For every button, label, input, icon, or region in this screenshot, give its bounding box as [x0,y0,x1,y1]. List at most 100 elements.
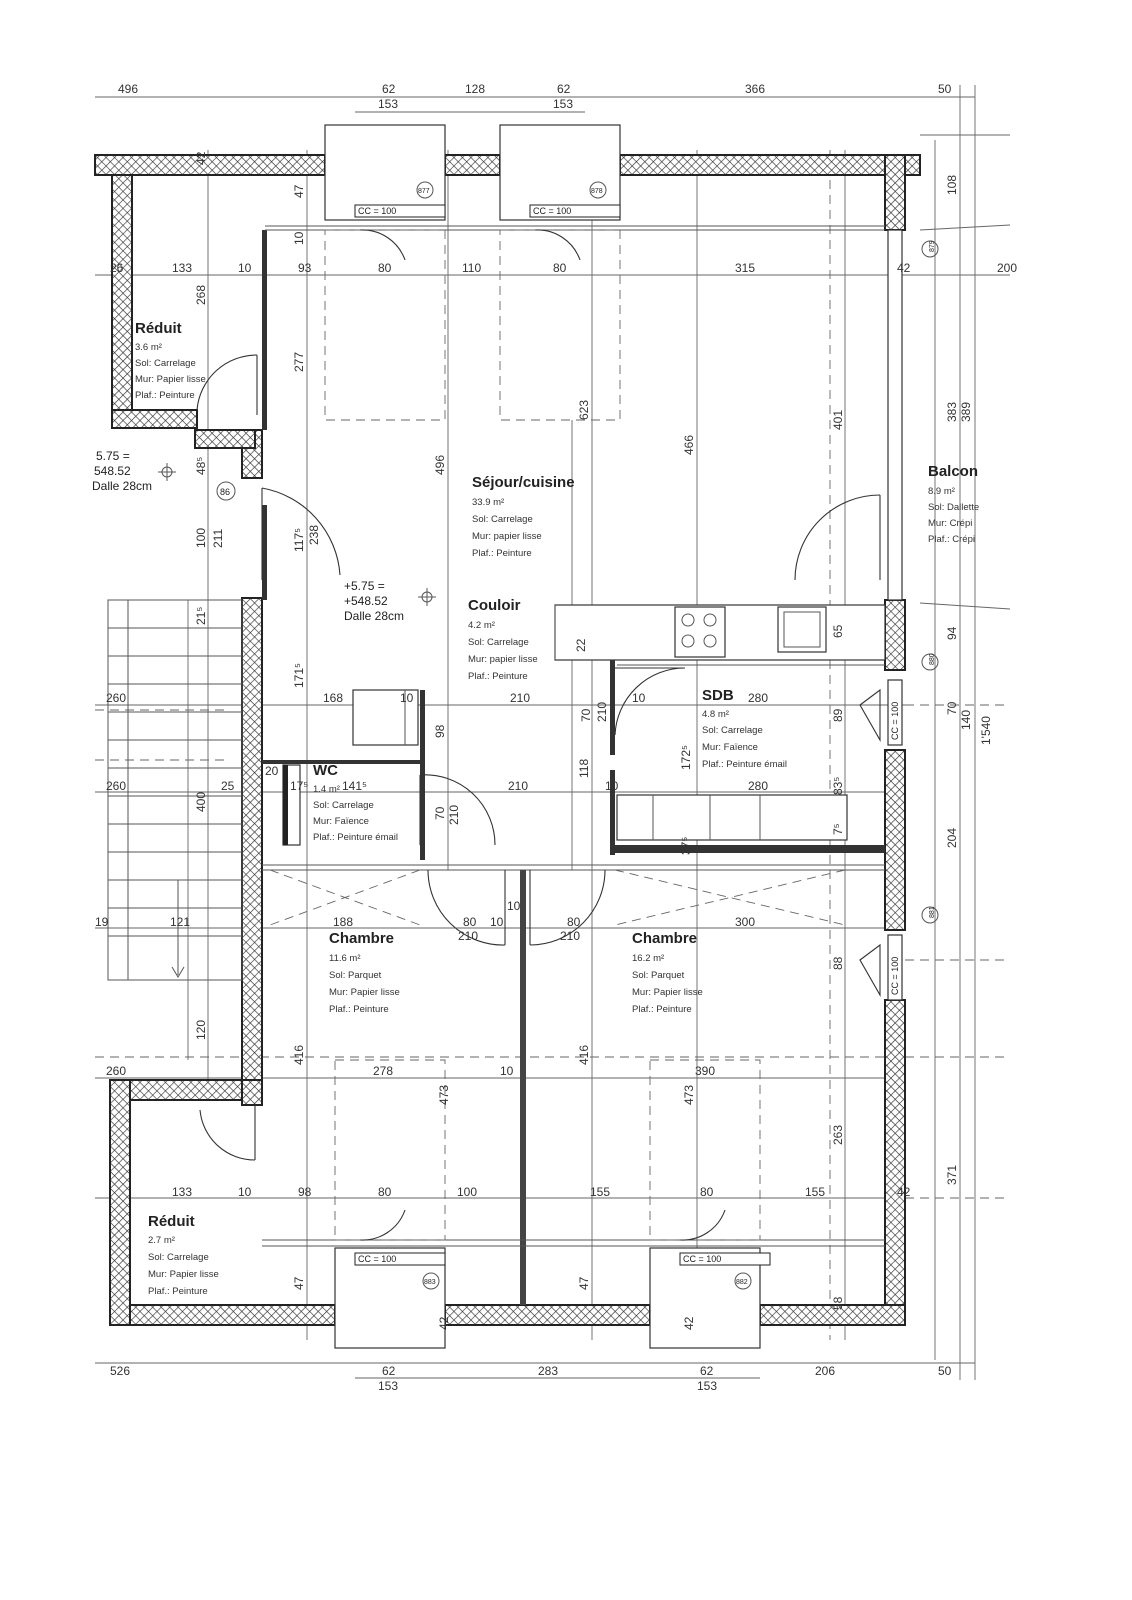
room-wall: Mur: Papier lisse [135,374,206,385]
level-main-line1: +5.75 = [344,579,385,593]
window-label-5: CC = 100 [890,702,900,740]
dim-i-210c: 210 [508,779,528,793]
exterior-walls [94,154,921,1326]
dim-i-315: 315 [735,261,755,275]
dim-i-7: 7⁵ [831,823,845,835]
dim-i-210e: 210 [458,929,478,943]
marker-86: 86 [220,487,230,497]
dim-i-80f: 80 [700,1185,714,1199]
room-floor: Sol: Carrelage [135,358,196,369]
room-name: Balcon [928,463,978,480]
dim-top-366: 366 [745,82,765,96]
dim-i-188: 188 [333,915,353,929]
dim-i-42e: 42 [682,1316,696,1330]
dim-i-155b: 155 [805,1185,825,1199]
dim-i-88: 88 [831,956,845,970]
room-area: 33.9 m² [472,497,504,508]
dim-total-height: 1'540 [979,716,993,745]
room-area: 3.6 m² [135,342,162,353]
room-ceiling: Plaf.: Peinture émail [702,759,787,770]
dim-i-70b: 70 [945,701,959,715]
room-area: 4.8 m² [702,709,729,720]
dim-i-117: 117⁵ [292,528,306,552]
level-symbols [158,181,939,1290]
dim-i-42a: 42 [897,261,911,275]
dim-i-26: 26 [110,261,124,275]
room-reduit-bottom: Réduit 2.7 m² Sol: Carrelage Mur: Papier… [148,1213,219,1297]
dim-i-263: 263 [831,1125,845,1145]
room-wall: Mur: Crépi [928,518,972,529]
room-sdb: SDB 4.8 m² Sol: Carrelage Mur: Faïence P… [702,687,787,770]
room-floor: Sol: Dallette [928,502,979,513]
level-main-line2: +548.52 [344,594,388,608]
window-label-4: CC = 100 [683,1254,721,1264]
dim-i-278: 278 [373,1064,393,1078]
dim-i-121: 121 [170,915,190,929]
dim-i-83: 83⁵ [831,777,845,795]
dim-i-390: 390 [695,1064,715,1078]
dim-i-204: 204 [945,828,959,848]
dim-i-108: 108 [945,175,959,195]
level-left-line2: 548.52 [94,464,131,478]
marker-878: 878 [591,188,603,195]
room-labels: Réduit 3.6 m² Sol: Carrelage Mur: Papier… [135,320,979,1297]
room-ceiling: Plaf.: Peinture émail [313,832,398,843]
room-name: Chambre [329,930,394,947]
dim-i-383: 383 [945,402,959,422]
room-wall: Mur: Papier lisse [329,987,400,998]
room-couloir: Couloir 4.2 m² Sol: Carrelage Mur: papie… [468,597,538,682]
dim-i-94: 94 [945,626,959,640]
level-main-line3: Dalle 28cm [344,609,404,623]
dim-i-416b: 416 [577,1045,591,1065]
dim-i-416a: 416 [292,1045,306,1065]
room-area: 11.6 m² [329,953,361,964]
dim-i-42b: 42 [194,151,208,165]
dim-i-210b: 210 [595,702,609,722]
dim-i-200: 200 [997,261,1017,275]
dim-bottom-153b: 153 [697,1379,717,1393]
window-label-6: CC = 100 [890,957,900,995]
room-ceiling: Plaf.: Crépi [928,534,975,545]
window-label-1: CC = 100 [358,206,396,216]
dim-i-20: 20 [265,764,279,778]
room-ceiling: Plaf.: Peinture [135,390,195,401]
room-sejour: Séjour/cuisine 33.9 m² Sol: Carrelage Mu… [472,474,575,559]
dim-bottom-153a: 153 [378,1379,398,1393]
dim-i-80e: 80 [378,1185,392,1199]
dim-top-153a: 153 [378,97,398,111]
dim-bottom-50: 50 [938,1364,952,1378]
marker-881: 881 [929,906,936,918]
room-area: 4.2 m² [468,620,495,631]
room-name: Séjour/cuisine [472,474,575,491]
room-wall: Mur: papier lisse [472,531,542,542]
dim-i-623: 623 [577,400,591,420]
dim-i-300: 300 [735,915,755,929]
dim-i-98a: 98 [433,724,447,738]
room-floor: Sol: Parquet [632,970,685,981]
dim-i-210f: 210 [560,929,580,943]
level-notes: +5.75 = +548.52 Dalle 28cm 5.75 = 548.52… [92,449,404,623]
window-label-2: CC = 100 [533,206,571,216]
dim-top-496: 496 [118,82,138,96]
dim-i-10g: 10 [507,899,521,913]
dimension-lines [95,85,1011,1380]
room-wall: Mur: Faïence [313,816,369,827]
dim-i-100b: 100 [457,1185,477,1199]
dim-i-10e: 10 [605,779,619,793]
dim-top-153b: 153 [553,97,573,111]
room-floor: Sol: Parquet [329,970,382,981]
dim-i-133b: 133 [172,1185,192,1199]
dim-i-42c: 42 [897,1185,911,1199]
dim-i-401: 401 [831,410,845,430]
room-floor: Sol: Carrelage [472,514,533,525]
dim-i-155a: 155 [590,1185,610,1199]
dim-i-42d: 42 [437,1316,451,1330]
dim-i-65a: 65 [831,624,845,638]
room-area: 1.4 m² [313,784,340,795]
dim-i-10h: 10 [500,1064,514,1078]
room-ceiling: Plaf.: Peinture [148,1286,208,1297]
dim-i-100a: 100 [194,528,208,548]
dim-i-168: 168 [323,691,343,705]
dim-i-10a: 10 [238,261,252,275]
